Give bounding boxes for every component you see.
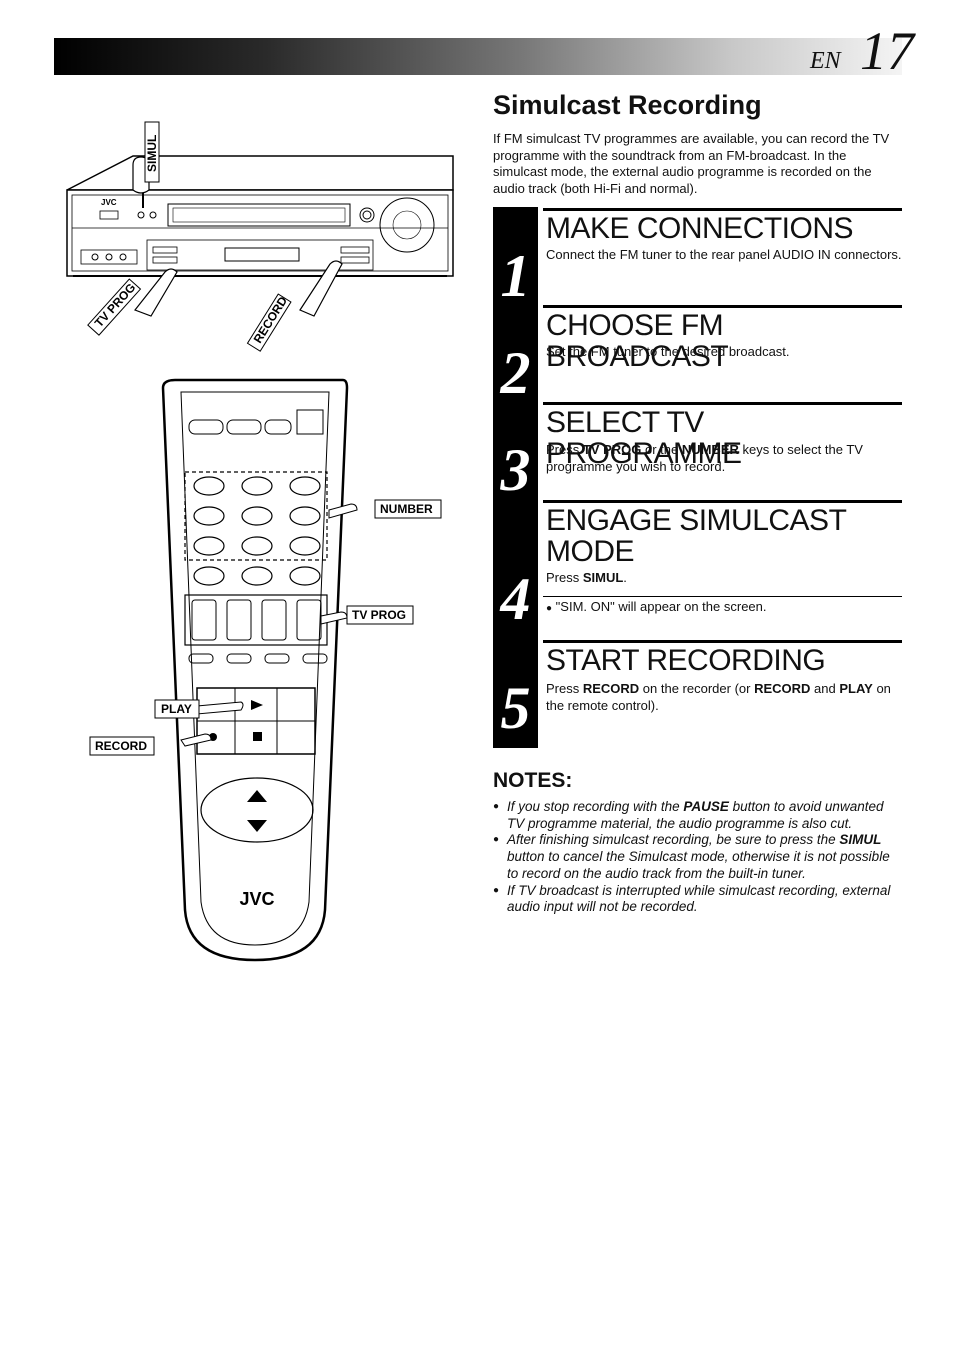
vcr-brand: JVC: [101, 198, 117, 207]
remote-brand: JVC: [239, 889, 274, 909]
step-5-title: START RECORDING: [546, 644, 826, 677]
language-code: EN: [810, 48, 841, 74]
remote-illustration: JVC NUMBER TV PROG PLAY RECORD: [89, 378, 442, 962]
step-2-number: 2: [500, 340, 531, 406]
step-4-bullet: ● "SIM. ON" will appear on the screen.: [546, 599, 767, 614]
step-3-title: SELECT TV PROGRAMME: [546, 406, 742, 470]
step-3-number: 3: [500, 437, 531, 503]
notes-title: NOTES:: [493, 769, 573, 792]
remote-record-label: RECORD: [95, 739, 147, 753]
step-1-number: 1: [500, 243, 531, 309]
step-number-bar: [493, 207, 538, 748]
step-4-number: 4: [500, 566, 531, 632]
note-item: ●After finishing simulcast recording, be…: [493, 832, 890, 881]
step-5-text: Press RECORD on the recorder (or RECORD …: [546, 681, 891, 713]
step-1-title: MAKE CONNECTIONS: [546, 212, 854, 245]
intro-text: If FM simulcast TV programmes are availa…: [493, 131, 890, 196]
note-item: ●If TV broadcast is interrupted while si…: [493, 882, 891, 915]
remote-tvprog-label: TV PROG: [352, 608, 406, 622]
vcr-tvprog-label: TV PROG: [92, 280, 139, 330]
step-4-rule: [543, 500, 902, 503]
vcr-simul-label: SIMUL: [145, 135, 159, 172]
note-item: ●If you stop recording with the PAUSE bu…: [493, 799, 884, 831]
step-4-divider: [543, 596, 902, 597]
remote-number-label: NUMBER: [380, 502, 433, 516]
step-3-text: Press TV PROG or the NUMBER keys to sele…: [546, 442, 863, 474]
step-2-title: CHOOSE FM BROADCAST: [546, 309, 729, 373]
step-3-rule: [543, 402, 902, 405]
step-5-rule: [543, 640, 902, 643]
step-4-text: Press SIMUL.: [546, 570, 627, 585]
remote-play-label: PLAY: [161, 702, 192, 716]
step-2-text: Set the FM tuner to the desired broadcas…: [546, 344, 790, 359]
vcr-illustration: JVC SIMUL TV PROG RECORD: [66, 121, 454, 352]
step-1-rule: [543, 208, 902, 211]
page-number: 17: [860, 21, 914, 81]
header-bar: [54, 38, 902, 75]
vcr-record-label: RECORD: [251, 294, 291, 346]
step-2-rule: [543, 305, 902, 308]
step-1-text: Connect the FM tuner to the rear panel A…: [546, 247, 902, 262]
section-title: Simulcast Recording: [493, 90, 762, 120]
step-5-number: 5: [500, 675, 531, 741]
notes-list: ●If you stop recording with the PAUSE bu…: [493, 799, 898, 916]
